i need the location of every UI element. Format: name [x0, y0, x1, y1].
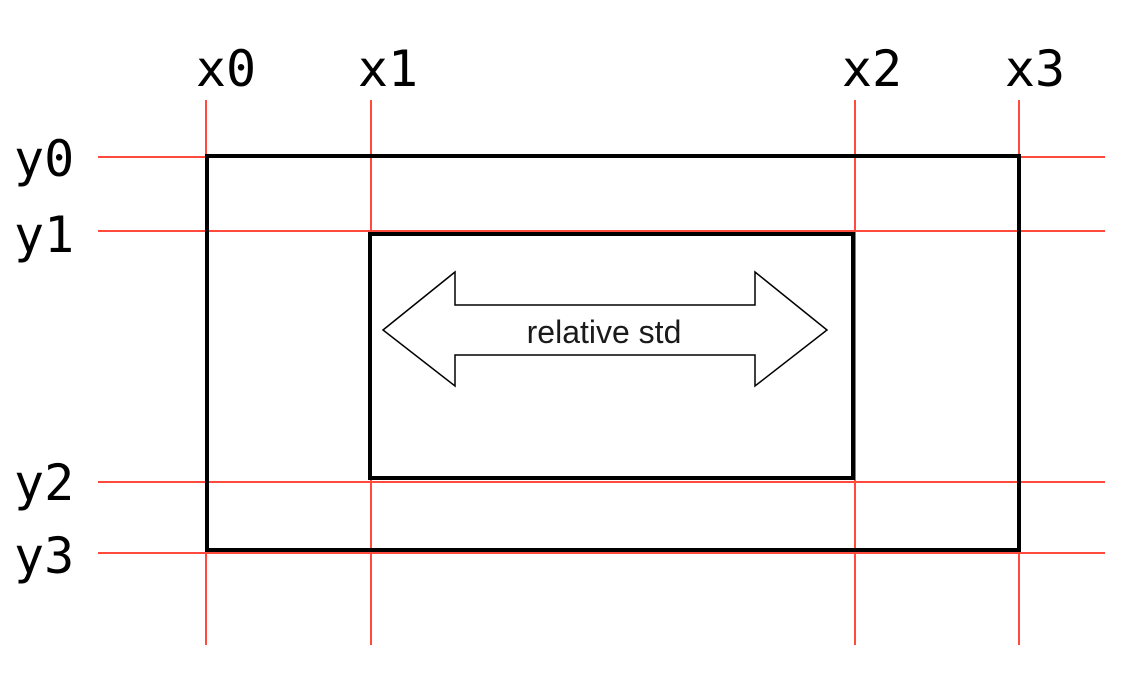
x-label-2: x2: [842, 40, 902, 98]
y-label-1: y1: [14, 206, 74, 264]
arrow-label: relative std: [527, 314, 682, 350]
y-label-3: y3: [14, 527, 74, 585]
inner-box: [368, 232, 855, 480]
x-label-1: x1: [358, 40, 418, 98]
x-label-3: x3: [1005, 40, 1065, 98]
x-label-0: x0: [196, 40, 256, 98]
outer-box: [205, 154, 1021, 552]
double-arrow-icon: [381, 270, 829, 388]
y-label-2: y2: [14, 454, 74, 512]
y-label-0: y0: [14, 130, 74, 188]
